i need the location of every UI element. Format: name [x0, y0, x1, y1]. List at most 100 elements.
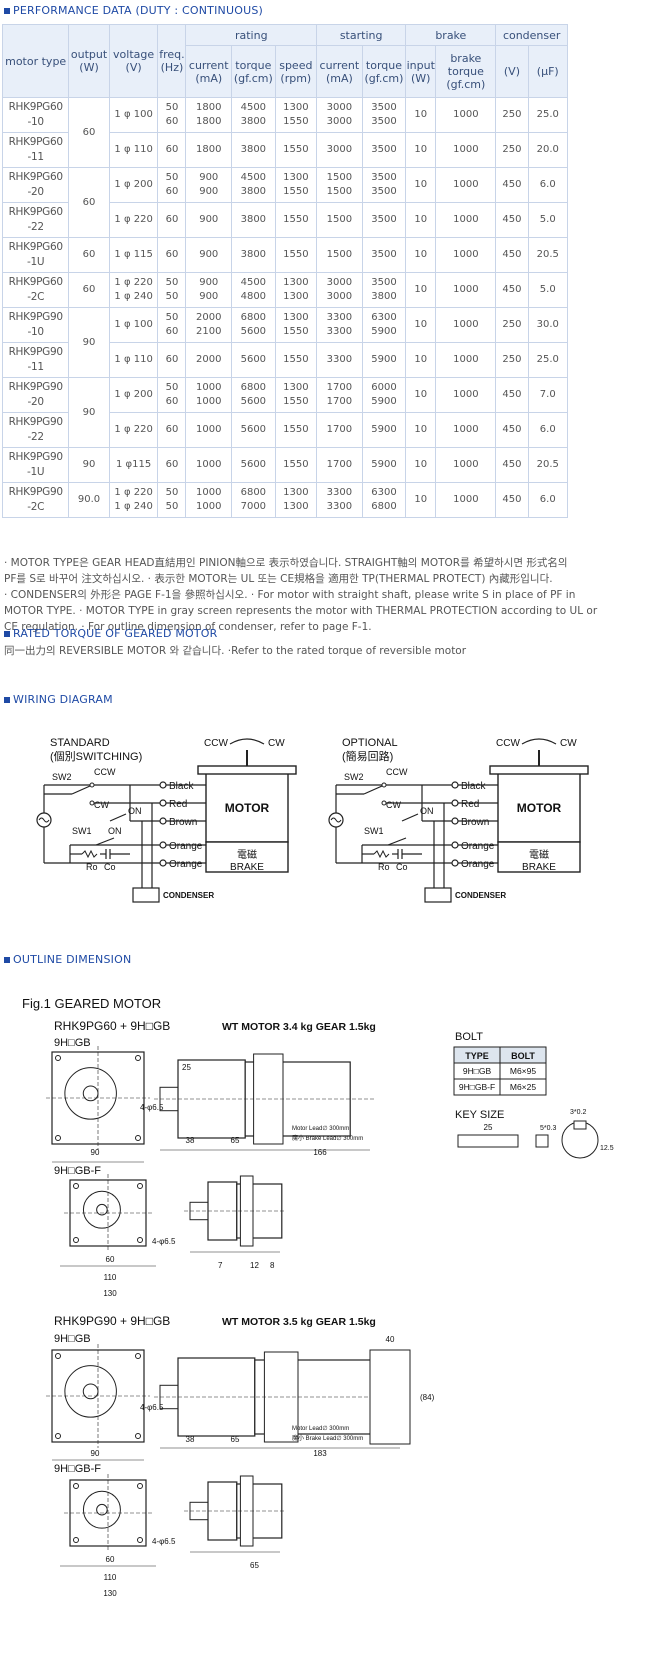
wiring-subtitle-text: (簡易回路): [342, 749, 393, 763]
header-output: output(W): [68, 24, 110, 98]
cell-value: 60: [165, 326, 179, 337]
bolt-hole-icon: [73, 1483, 79, 1489]
gearbox-f-label: 9H□GB-F: [54, 1463, 101, 1475]
freq-cell: 60: [157, 447, 187, 483]
cell-value: 2000: [196, 354, 222, 365]
bolt-hole-icon: [137, 1537, 143, 1543]
fig-title: Fig.1 GEARED MOTOR: [22, 996, 161, 1011]
start-current-cell: 1700: [316, 412, 363, 448]
terminal-icon: [451, 781, 459, 789]
cell-value: 5900: [371, 424, 397, 435]
bolt-hole-icon: [73, 1537, 79, 1543]
voltage-cell: 1 φ115: [108, 447, 159, 483]
cond-v-cell: 450: [495, 272, 529, 308]
motor-type-text: -22: [27, 431, 45, 443]
terminal-icon: [451, 799, 459, 807]
cell-value: 1700: [326, 382, 353, 393]
output-cell: 90.0: [68, 482, 110, 518]
cell-value: 1700: [326, 424, 353, 435]
cell-value: 1500: [326, 214, 353, 225]
output-cell: 60: [68, 167, 110, 238]
brake-input-cell: 10: [405, 342, 437, 378]
cell-value: 3800: [371, 291, 397, 302]
brake-torque-cell: 1000: [435, 202, 497, 238]
gearbox-label: 9H□GB: [54, 1333, 91, 1345]
cell-value: 1500: [326, 186, 353, 197]
wiring-title-text: OPTIONAL: [342, 737, 398, 749]
output-cell: 60: [68, 237, 110, 273]
ccw-label: CCW: [204, 738, 228, 749]
brake-end-drawing: [369, 1349, 411, 1445]
header-condenser: condenser: [495, 24, 568, 46]
motor-flange: [489, 765, 589, 775]
header-starting: starting: [316, 24, 407, 46]
cond-uf-cell: 25.0: [527, 342, 569, 378]
motor-type-text: -10: [27, 326, 45, 338]
cond-v-cell: 450: [495, 412, 529, 448]
switch-contact-icon: [381, 782, 387, 788]
motor-type-text: -10: [27, 116, 45, 128]
dim-text: 5*0.3: [540, 1125, 556, 1132]
co-label: Co: [396, 862, 408, 872]
co-label: Co: [104, 862, 116, 872]
ccw-label: CCW: [496, 738, 520, 749]
brake-torque-cell: 1000: [435, 167, 497, 203]
wire-label: Red: [169, 799, 187, 810]
cell-value: 1 φ 200: [114, 389, 153, 400]
header-motor-type: motor type: [1, 24, 70, 98]
cell-value: 1 φ 100: [114, 109, 153, 120]
wire-label: Brown: [169, 817, 197, 828]
cell-value: 3000: [326, 277, 353, 288]
voltage-cell: 1 φ 100: [108, 97, 159, 133]
dim-text: 166: [313, 1148, 327, 1157]
cell-value: 60: [165, 396, 179, 407]
cell-value: 1300: [283, 382, 309, 393]
cell-value: 2100: [196, 326, 222, 337]
cell-value: 3500: [371, 214, 397, 225]
note-line: MOTOR TYPE. · MOTOR TYPE in gray screen …: [4, 605, 598, 617]
cell-value: 1 φ 220: [114, 214, 153, 225]
torque-cell: 5600: [231, 342, 276, 378]
cond-v-cell: 250: [495, 132, 529, 168]
brake-torque-cell: 1000: [435, 342, 497, 378]
terminal-icon: [159, 817, 167, 825]
current-cell: 1000: [185, 412, 233, 448]
switch-line: [387, 837, 407, 846]
header-freq: freq.(Hz): [157, 24, 187, 98]
dim-text: 90: [91, 1148, 100, 1157]
cell-value: 3500: [371, 116, 397, 127]
cell-value: 1000: [196, 459, 222, 470]
resistor-icon: [373, 849, 390, 859]
cell-value: 3800: [240, 249, 267, 260]
sw2-ccw-label: CCW: [94, 767, 116, 777]
cond-uf-cell: 30.0: [527, 307, 569, 343]
note-line: PF를 S로 바꾸어 注文하십시오. · 表示한 MOTOR는 UL 또는 CE…: [4, 573, 553, 585]
terminal-icon: [451, 841, 459, 849]
bolt-hole-icon: [55, 1055, 61, 1061]
current-cell: 1000: [185, 447, 233, 483]
header-cond-v: (V): [495, 45, 529, 98]
cond-uf-cell: 20.0: [527, 132, 569, 168]
voltage-cell: 1 φ 220: [108, 412, 159, 448]
terminal-icon: [451, 817, 459, 825]
gearbox-label: 9H□GB: [54, 1037, 91, 1049]
cell-value: 3300: [326, 326, 353, 337]
cell-value: 3000: [326, 144, 353, 155]
switch-contact-icon: [381, 800, 387, 806]
bolt-hole-icon: [55, 1135, 61, 1141]
bolt-hole-icon: [73, 1237, 79, 1243]
torque-cell: 3800: [231, 237, 276, 273]
dim-text: 40: [386, 1335, 395, 1344]
